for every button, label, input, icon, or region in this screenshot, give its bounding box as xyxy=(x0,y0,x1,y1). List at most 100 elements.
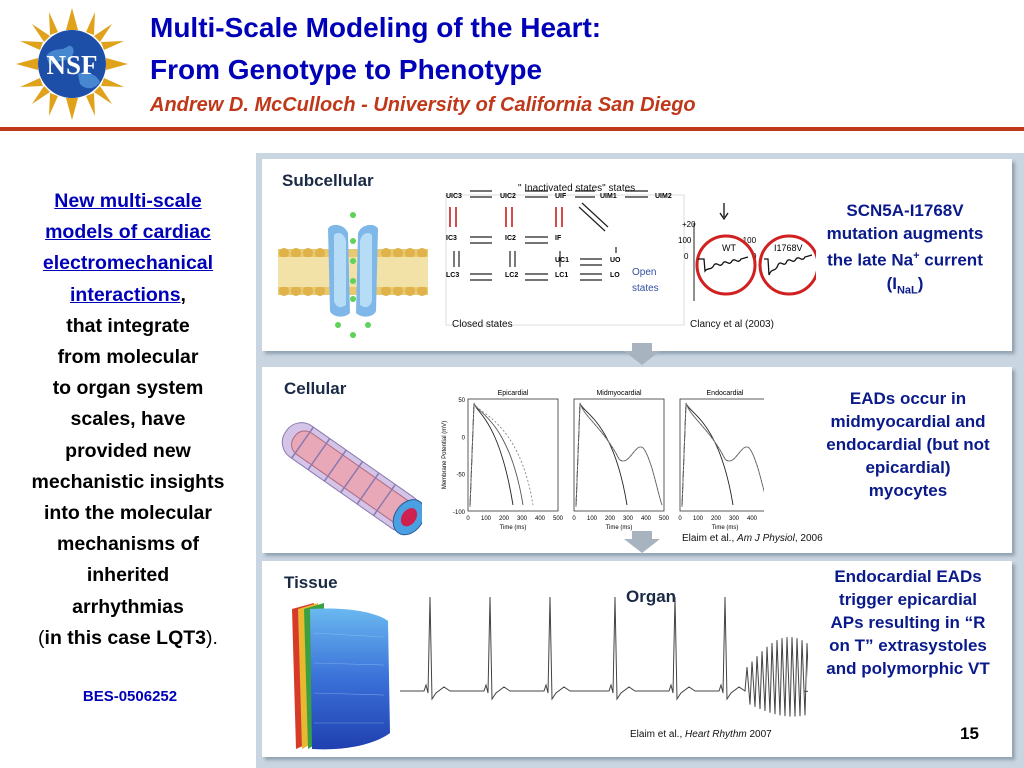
x-tick-label: 400 xyxy=(641,516,652,522)
markov-state-diagram: UIC3 UIC2 UIF UIM1 UIM2 IC3 IC2 IF UC1 U… xyxy=(445,190,685,326)
summary-line: provided new xyxy=(65,439,191,462)
organ-title: Organ xyxy=(626,587,677,606)
grant-number: BES-0506252 xyxy=(82,688,178,705)
plot-title: Endocardial xyxy=(707,390,744,397)
ap-trace xyxy=(575,402,628,508)
cellular-title: Cellular xyxy=(284,379,347,398)
summary-line: that integrate xyxy=(66,314,190,337)
state-label: LC3 xyxy=(446,272,459,279)
y-tick-label: 0 xyxy=(462,435,466,441)
sodium-current-traces: +20 100 0 -100 0 WT I1768V xyxy=(678,203,816,301)
x-tick-label: 100 xyxy=(481,516,492,522)
description-line: current xyxy=(924,250,983,270)
cellular-description: EADs occur in midmyocardial and endocard… xyxy=(810,387,1006,502)
plot-frame xyxy=(573,398,665,512)
description-line: endocardial (but not xyxy=(826,435,990,454)
description-line: (I xyxy=(886,273,897,293)
x-tick-label: 500 xyxy=(659,516,670,522)
scale-arrow-down-icon xyxy=(624,531,660,553)
ap-trace xyxy=(575,402,663,508)
description-line: APs resulting in “R xyxy=(830,613,986,632)
x-tick-label: 200 xyxy=(711,516,722,522)
state-label: UIM2 xyxy=(655,193,672,200)
open-states-label-1: Open xyxy=(632,267,657,278)
logo-text: NSF xyxy=(46,50,97,80)
tissue-title: Tissue xyxy=(284,573,338,592)
myocyte-illustration xyxy=(281,422,422,536)
x-tick-label: 100 xyxy=(693,516,704,522)
summary-line: to organ system xyxy=(52,377,204,400)
trace-label: I1768V xyxy=(774,243,803,253)
cellular-citation: Elaim et al., Am J Physiol, 2006 xyxy=(682,533,823,544)
x-tick-label: 300 xyxy=(517,516,528,522)
closed-states-label: Closed states xyxy=(452,319,513,330)
tissue-wedge-illustration xyxy=(292,603,390,750)
state-label: IC3 xyxy=(446,235,457,242)
page-number: 15 xyxy=(960,724,979,743)
author-affiliation: Andrew D. McCulloch - University of Cali… xyxy=(150,94,696,116)
description-line: midmyocardial and xyxy=(830,412,986,431)
state-label: LC2 xyxy=(505,272,518,279)
y-tick-label: 50 xyxy=(458,398,465,404)
inactivated-states-label: " Inactivated states" states xyxy=(518,183,636,194)
trace-label: +20 xyxy=(682,220,696,229)
x-tick-label: 0 xyxy=(678,516,682,522)
description-line: mutation augments xyxy=(826,224,984,243)
ecg-trace-line xyxy=(400,596,808,717)
x-tick-label: 0 xyxy=(572,516,576,522)
subcellular-panel: Subcellular UIC3 UIC2 UIF UIM1 U xyxy=(262,159,1012,351)
plot-title: Midmyocardial xyxy=(596,390,642,397)
x-tick-label: 100 xyxy=(587,516,598,522)
summary-line: into the molecular xyxy=(44,502,212,525)
multiscale-figure: Subcellular UIC3 UIC2 UIF UIM1 U xyxy=(256,153,1024,768)
ap-trace xyxy=(469,402,534,508)
tissue-organ-panel: Tissue Organ Elaim et al., Heart Rhythm … xyxy=(262,561,1012,757)
state-label: UIC3 xyxy=(446,193,462,200)
x-axis-label: Time (ms) xyxy=(500,525,527,531)
description-line: SCN5A-I1768V xyxy=(846,201,964,220)
summary-paren-close: ). xyxy=(206,626,218,649)
summary-paren-open: ( xyxy=(38,626,45,649)
x-tick-label: 0 xyxy=(466,516,470,522)
open-states-label-2: states xyxy=(632,283,659,294)
description-line: Endocardial EADs xyxy=(834,567,982,586)
description-line: epicardial) xyxy=(865,458,951,477)
trace-label: -100 xyxy=(740,236,757,245)
state-label: UO xyxy=(610,257,621,264)
slide-title-line-1: Multi-Scale Modeling of the Heart: xyxy=(150,12,602,43)
summary-line: models of cardiac xyxy=(45,221,211,244)
description-line: the late Na xyxy=(827,250,914,270)
scale-arrow-down-icon xyxy=(624,343,660,365)
plot-frame xyxy=(467,398,559,512)
summary-line: New multi-scale xyxy=(54,190,202,212)
summary-text: New multi-scale models of cardiac electr… xyxy=(6,186,250,654)
trace-label: 0 xyxy=(684,252,689,261)
description-line: and polymorphic VT xyxy=(826,659,990,678)
x-tick-label: 400 xyxy=(747,516,758,522)
trace-label: WT xyxy=(722,243,736,253)
state-label: UC1 xyxy=(555,257,569,264)
subcellular-citation: Clancy et al (2003) xyxy=(690,319,774,330)
x-axis-label: Time (ms) xyxy=(606,525,633,531)
state-label: IF xyxy=(555,235,562,242)
summary-comma: , xyxy=(180,283,186,306)
summary-line: inherited xyxy=(86,564,170,587)
ap-trace xyxy=(681,402,734,508)
y-tick-label: -50 xyxy=(456,473,465,479)
ap-trace xyxy=(469,402,524,508)
summary-line: arrhythmias xyxy=(72,595,184,618)
ap-trace xyxy=(681,402,764,508)
tissue-citation: Elaim et al., Heart Rhythm 2007 xyxy=(630,729,772,740)
state-label: LO xyxy=(610,272,620,279)
x-tick-label: 400 xyxy=(535,516,546,522)
description-line: EADs occur in xyxy=(849,389,967,408)
state-label: UIF xyxy=(555,193,567,200)
summary-case: in this case LQT3 xyxy=(44,626,207,649)
description-sub: NaL xyxy=(896,284,918,297)
summary-line: scales, have xyxy=(70,408,186,431)
state-label: UIM1 xyxy=(600,193,617,200)
nsf-logo: NSF xyxy=(16,8,128,120)
ap-trace xyxy=(575,402,663,508)
x-tick-label: 200 xyxy=(605,516,616,522)
